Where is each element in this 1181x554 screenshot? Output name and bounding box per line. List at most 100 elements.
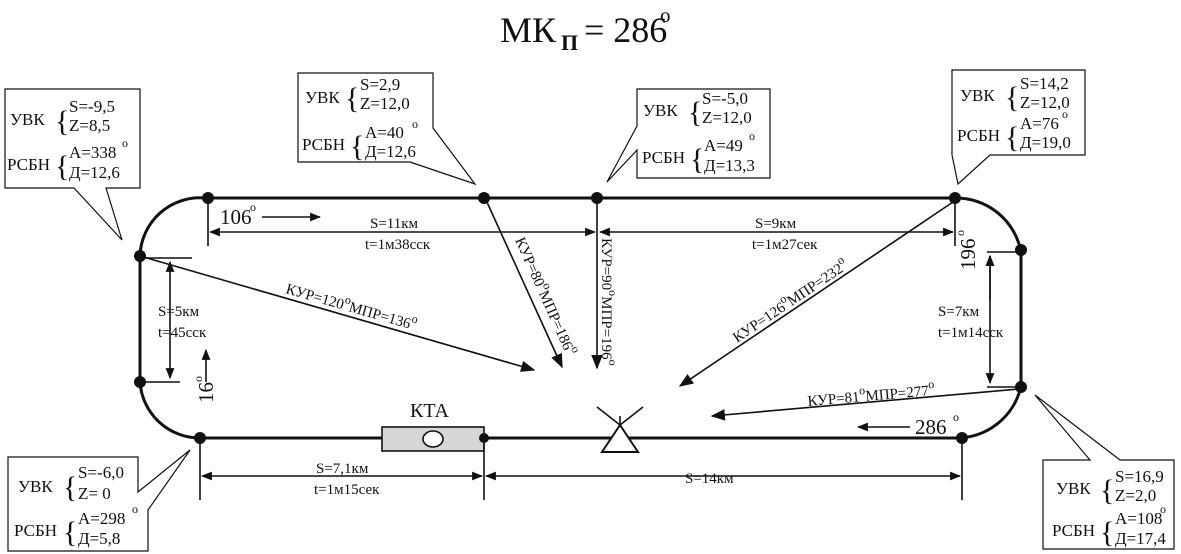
segment-bottom-right-distance: S=14км xyxy=(685,471,734,487)
callout-6: УВК { S=16,9 Z=2,0 РСБН { A=108 о Д=17,4 xyxy=(1034,394,1175,550)
callout-5: УВК { S=-6,0 Z= 0 РСБН { A=298 о Д=5,8 xyxy=(7,449,191,552)
segment-top-left-distance: S=11км xyxy=(370,216,419,232)
svg-text:о: о xyxy=(412,117,418,131)
segment-top-left-time: t=1м38сск xyxy=(365,237,431,253)
svg-text:A=338: A=338 xyxy=(69,143,116,162)
waypoint-dot xyxy=(478,192,490,204)
svg-text:Д=5,8: Д=5,8 xyxy=(78,529,120,548)
waypoint-dot xyxy=(194,432,206,444)
svg-text:{: { xyxy=(350,130,364,163)
waypoint-dot xyxy=(479,433,489,443)
svg-text:S=16,9: S=16,9 xyxy=(1115,467,1164,486)
svg-text:Д=13,3: Д=13,3 xyxy=(704,156,755,175)
segment-top-right-distance: S=9км xyxy=(755,216,797,232)
segment-right-time: t=1м14сск xyxy=(938,325,1004,341)
segment-bottom-left-time: t=1м15сек xyxy=(314,482,380,498)
heading-106: 106 xyxy=(220,205,252,229)
title-sub: П xyxy=(561,30,578,55)
segment-bottom-left-distance: S=7,1км xyxy=(316,461,369,477)
svg-text:{: { xyxy=(690,143,704,176)
svg-text:Д=19,0: Д=19,0 xyxy=(1020,133,1071,152)
svg-text:Z= 0: Z= 0 xyxy=(78,484,111,503)
svg-text:о: о xyxy=(953,410,959,424)
svg-text:о: о xyxy=(122,136,128,150)
svg-text:РСБН: РСБН xyxy=(302,135,345,154)
svg-text:РСБН: РСБН xyxy=(14,521,57,540)
bearing-4-kur: КУР=126оМПР=232о xyxy=(727,253,851,347)
svg-text:Д=12,6: Д=12,6 xyxy=(365,142,416,161)
svg-text:РСБН: РСБН xyxy=(642,148,685,167)
callout-2: УВК { S=2,9 Z=12,0 РСБН { A=40 о Д=12,6 xyxy=(297,72,477,186)
svg-text:{: { xyxy=(63,516,77,549)
title: МК П = 286 о xyxy=(500,3,671,55)
bearing-3-kur: КУР=90оМПР=196о xyxy=(598,238,620,366)
waypoint-dot xyxy=(949,192,961,204)
svg-text:Z=2,0: Z=2,0 xyxy=(1115,486,1156,505)
segment-left-time: t=45сск xyxy=(158,325,207,341)
svg-text:РСБН: РСБН xyxy=(7,155,50,174)
svg-text:{: { xyxy=(55,150,69,183)
svg-text:УВК: УВК xyxy=(960,86,995,105)
callout-1: УВК { S=-9,5 Z=8,5 РСБН { A=338 о Д=12,6 xyxy=(4,88,141,241)
heading-16: 16 xyxy=(194,382,218,403)
segment-top-right-time: t=1м27сек xyxy=(752,237,818,253)
svg-text:{: { xyxy=(1005,121,1019,154)
callout-3: УВК { S=-5,0 Z=12,0 РСБН { A=49 о Д=13,3 xyxy=(606,88,771,183)
svg-text:S=-6,0: S=-6,0 xyxy=(78,463,124,482)
heading-286: 286 xyxy=(915,415,947,439)
svg-text:Z=12,0: Z=12,0 xyxy=(360,94,410,113)
bearing-1-kur: КУР=120оМПР=136о xyxy=(284,276,420,334)
svg-text:{: { xyxy=(1005,81,1019,114)
svg-text:S=-5,0: S=-5,0 xyxy=(702,89,748,108)
bearing-2-kur: КУР=80оМПР=186о xyxy=(511,233,583,359)
svg-text:A=76: A=76 xyxy=(1020,114,1059,133)
svg-text:УВК: УВК xyxy=(10,110,45,129)
svg-text:{: { xyxy=(688,96,702,129)
svg-text:A=298: A=298 xyxy=(78,509,125,528)
waypoint-dot xyxy=(1015,244,1027,256)
svg-text:УВК: УВК xyxy=(18,477,53,496)
segment-left-distance: S=5км xyxy=(158,304,200,320)
svg-text:{: { xyxy=(63,471,77,504)
heading-196: 196 xyxy=(956,239,980,271)
waypoint-dot xyxy=(591,192,603,204)
svg-text:о: о xyxy=(191,376,205,382)
svg-text:о: о xyxy=(1160,502,1166,516)
svg-text:Д=17,4: Д=17,4 xyxy=(1115,529,1166,548)
svg-text:о: о xyxy=(250,200,256,214)
svg-text:УВК: УВК xyxy=(1056,479,1091,498)
svg-text:о: о xyxy=(749,129,755,143)
radio-beacon-icon xyxy=(596,406,644,453)
kta-label: КТА xyxy=(410,400,450,422)
kta-beacon-icon xyxy=(422,430,444,448)
svg-text:A=108: A=108 xyxy=(1115,509,1162,528)
svg-text:о: о xyxy=(132,502,138,516)
waypoint-dot xyxy=(202,192,214,204)
svg-text:{: { xyxy=(345,82,359,115)
svg-text:S=2,9: S=2,9 xyxy=(360,75,400,94)
svg-text:УВК: УВК xyxy=(643,101,678,120)
title-mk: МК xyxy=(500,10,557,50)
waypoint-dot xyxy=(134,250,146,262)
svg-text:A=40: A=40 xyxy=(365,123,404,142)
callout-4: УВК { S=14,2 Z=12,0 РСБН { A=76 о Д=19,0 xyxy=(951,69,1086,186)
svg-text:{: { xyxy=(55,105,69,138)
svg-text:о: о xyxy=(953,230,967,236)
bearing-5-kur: КУР=81оМПР=277о xyxy=(806,377,935,410)
waypoint-dot xyxy=(956,432,968,444)
title-value: = 286 xyxy=(584,10,667,50)
svg-text:УВК: УВК xyxy=(305,88,340,107)
svg-text:{: { xyxy=(1100,516,1114,549)
svg-text:Z=8,5: Z=8,5 xyxy=(69,116,110,135)
svg-text:Z=12,0: Z=12,0 xyxy=(1020,93,1070,112)
svg-text:S=14,2: S=14,2 xyxy=(1020,74,1069,93)
waypoints xyxy=(134,192,1027,444)
svg-text:о: о xyxy=(1062,107,1068,121)
title-degree: о xyxy=(660,3,671,27)
svg-text:Д=12,6: Д=12,6 xyxy=(69,163,120,182)
svg-text:{: { xyxy=(1100,474,1114,507)
svg-text:Z=12,0: Z=12,0 xyxy=(702,108,752,127)
svg-text:РСБН: РСБН xyxy=(1052,521,1095,540)
segment-right-distance: S=7км xyxy=(938,304,980,320)
